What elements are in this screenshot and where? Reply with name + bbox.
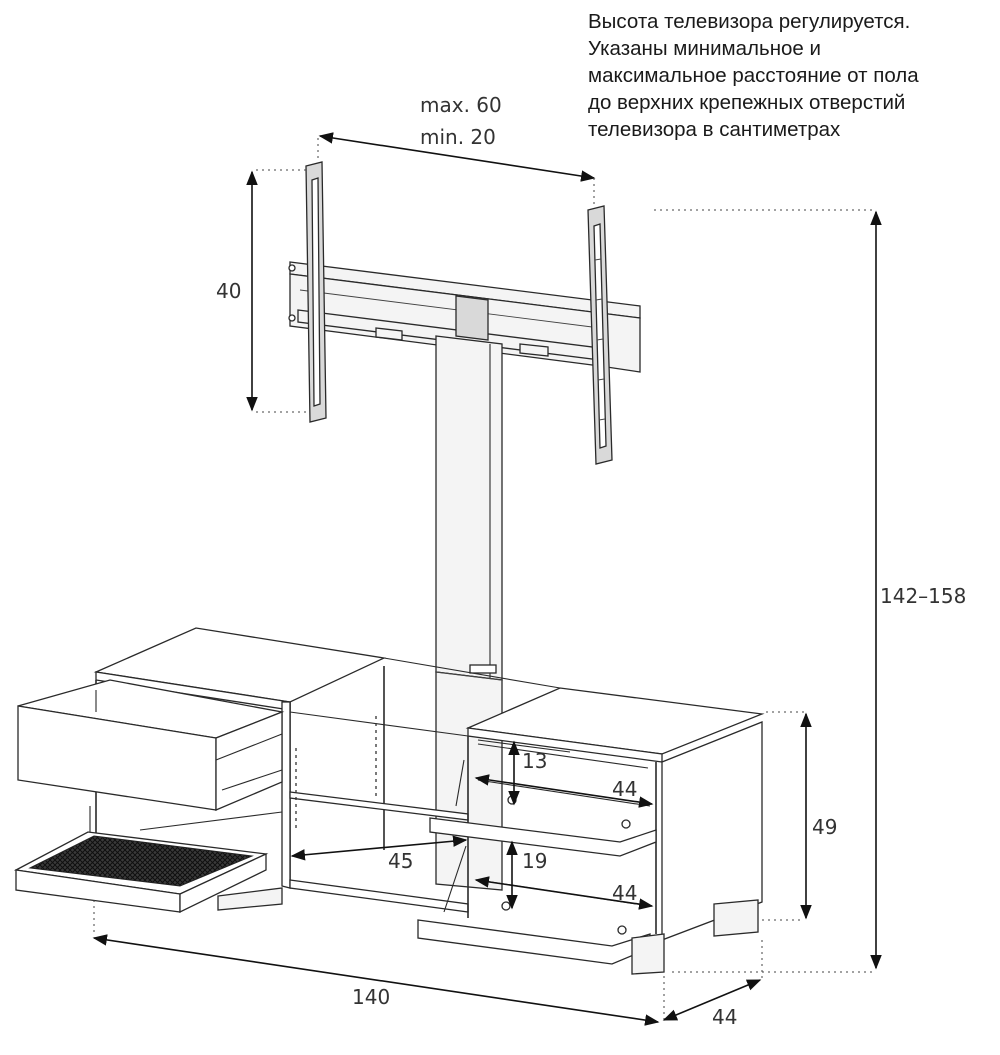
tv-mount-bracket [288, 161, 641, 465]
dim-cabinet-height: 49 [812, 815, 837, 839]
dim-bracket-height: 40 [216, 279, 241, 303]
dimension-lines [92, 132, 882, 1026]
dim-upper-gap: 13 [522, 749, 547, 773]
dim-width: 140 [352, 985, 390, 1009]
dim-center-depth: 45 [388, 849, 413, 873]
dim-shelf-lower: 44 [612, 881, 637, 905]
pull-out-tray [13, 806, 283, 914]
note-line-1: Высота телевизора регулируется. [588, 10, 911, 33]
drawer-open [17, 679, 285, 811]
note-line-2: Указаны минимальное и [588, 37, 821, 60]
note-line-5: телевизора в сантиметрах [588, 118, 841, 141]
note-line-3: максимальное расстояние от пола [588, 64, 919, 87]
height-note: Высота телевизора регулируется. Указаны … [588, 8, 993, 143]
note-line-4: до верхних крепежных отверстий [588, 91, 906, 114]
dim-shelf-upper: 44 [612, 777, 637, 801]
dim-bracket-min: min. 20 [420, 125, 496, 149]
dim-depth: 44 [712, 1005, 737, 1029]
dim-lower-gap: 19 [522, 849, 547, 873]
dim-total-height: 142–158 [880, 584, 966, 608]
support-column [435, 335, 503, 891]
dim-bracket-max: max. 60 [420, 93, 502, 117]
